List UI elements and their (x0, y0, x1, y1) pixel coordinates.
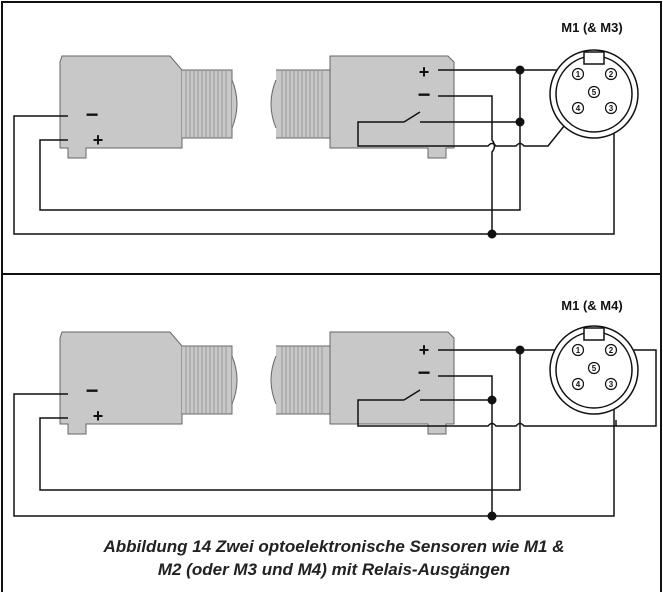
figure-caption-line-2: M2 (oder M3 und M4) mit Relais-Ausgängen (158, 560, 510, 579)
figure-caption-line-1: Abbildung 14 Zwei optoelektronische Sens… (103, 537, 565, 556)
connector-label: M1 (& M4) (561, 298, 622, 313)
sensor-left-body (59, 331, 238, 435)
pin-2-label: 2 (609, 70, 614, 79)
right-sensor-minus-label: − (418, 82, 431, 107)
pin-1-label: 1 (576, 346, 581, 355)
pin-4-label: 4 (576, 104, 581, 113)
pin-1-label: 1 (576, 70, 581, 79)
pin-5-label: 5 (592, 364, 597, 373)
right-sensor-minus-label: − (418, 360, 431, 385)
wires-top (13, 69, 615, 235)
left-sensor-minus-label: − (86, 378, 99, 403)
left-sensor-plus-label: + (93, 130, 104, 150)
right-sensor-plus-label: + (419, 340, 430, 360)
connector-face (549, 325, 639, 415)
connector-face (549, 49, 639, 139)
connector-label: M1 (& M3) (561, 20, 622, 35)
relay-contact (362, 389, 454, 401)
pin-5-label: 5 (592, 88, 597, 97)
sensor-right-body (270, 331, 455, 435)
diagram-bottom: − + + − (13, 298, 657, 521)
pin-2-label: 2 (609, 346, 614, 355)
diagram-top: − + + − (13, 20, 639, 239)
left-sensor-plus-label: + (93, 406, 104, 426)
pin-3-label: 3 (609, 380, 614, 389)
relay-contact (362, 111, 454, 123)
junction-dots-bottom (487, 345, 525, 521)
sensor-left-body (59, 55, 238, 159)
left-sensor-minus-label: − (86, 102, 99, 127)
junction-dots-top (487, 65, 525, 239)
right-sensor-plus-label: + (419, 62, 430, 82)
pin-4-label: 4 (576, 380, 581, 389)
wires-bottom (13, 349, 657, 517)
sensor-right-body (270, 55, 455, 159)
pin-3-label: 3 (609, 104, 614, 113)
